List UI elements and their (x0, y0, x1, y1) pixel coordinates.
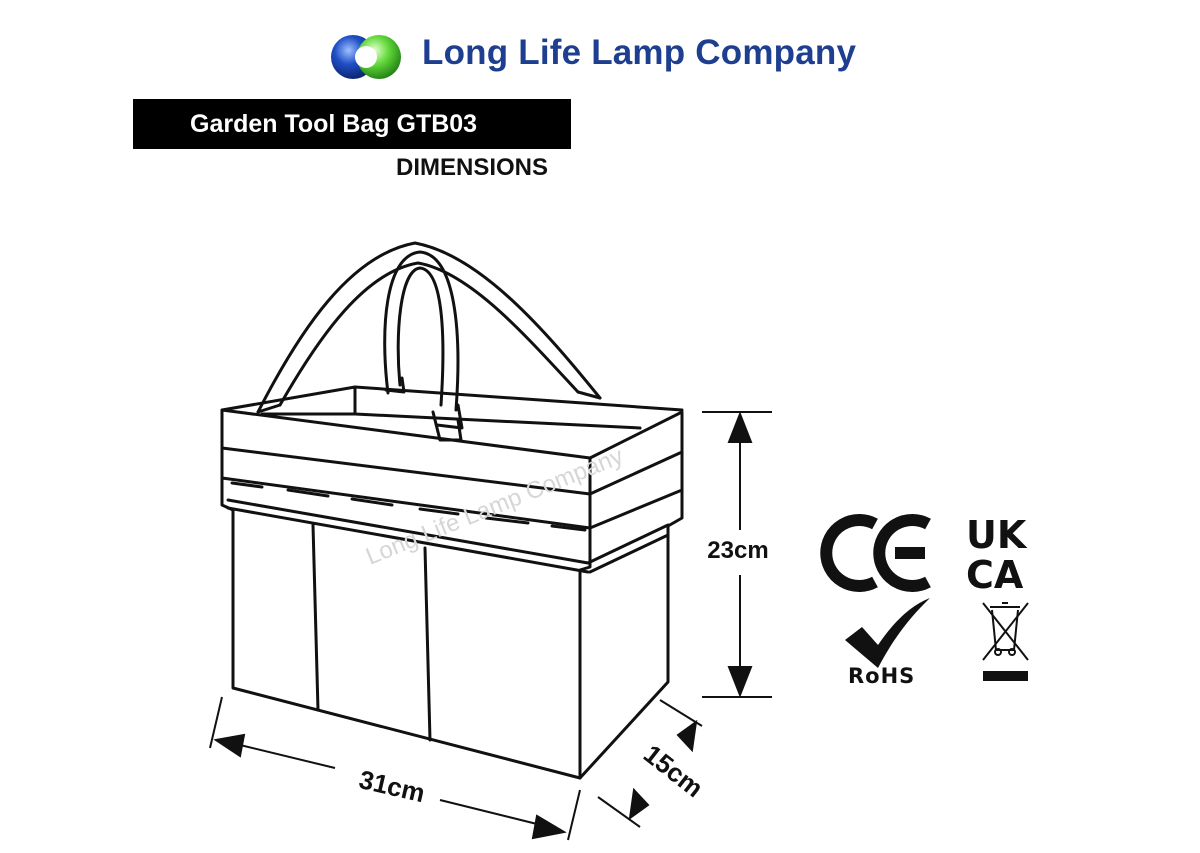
svg-text:UK: UK (966, 513, 1028, 557)
company-name: Long Life Lamp Company (422, 33, 857, 72)
depth-label: 15cm (638, 739, 709, 804)
depth-dimension (597, 699, 703, 828)
height-dimension (702, 411, 772, 698)
front-handle (383, 250, 464, 442)
title-bar (133, 99, 571, 149)
height-label: 23cm (707, 537, 768, 564)
rohs-check-icon (845, 598, 930, 668)
company-logo-icon (331, 35, 401, 79)
width-dimension (209, 696, 581, 841)
rohs-label: RoHS (848, 664, 916, 688)
bag-front-face (220, 408, 592, 780)
svg-text:CA: CA (966, 553, 1024, 597)
product-title: Garden Tool Bag GTB03 (190, 110, 478, 138)
crossed-bin-icon (982, 602, 1029, 681)
back-handle (256, 241, 602, 414)
bag-side-face (578, 410, 684, 780)
ukca-mark-icon: UK CA (966, 513, 1028, 597)
bag-back-rim (220, 385, 684, 412)
width-label: 31cm (356, 764, 428, 808)
ce-mark-icon (820, 514, 931, 592)
section-subtitle: DIMENSIONS (396, 154, 549, 181)
watermark-text: Long Life Lamp Company (362, 443, 627, 571)
